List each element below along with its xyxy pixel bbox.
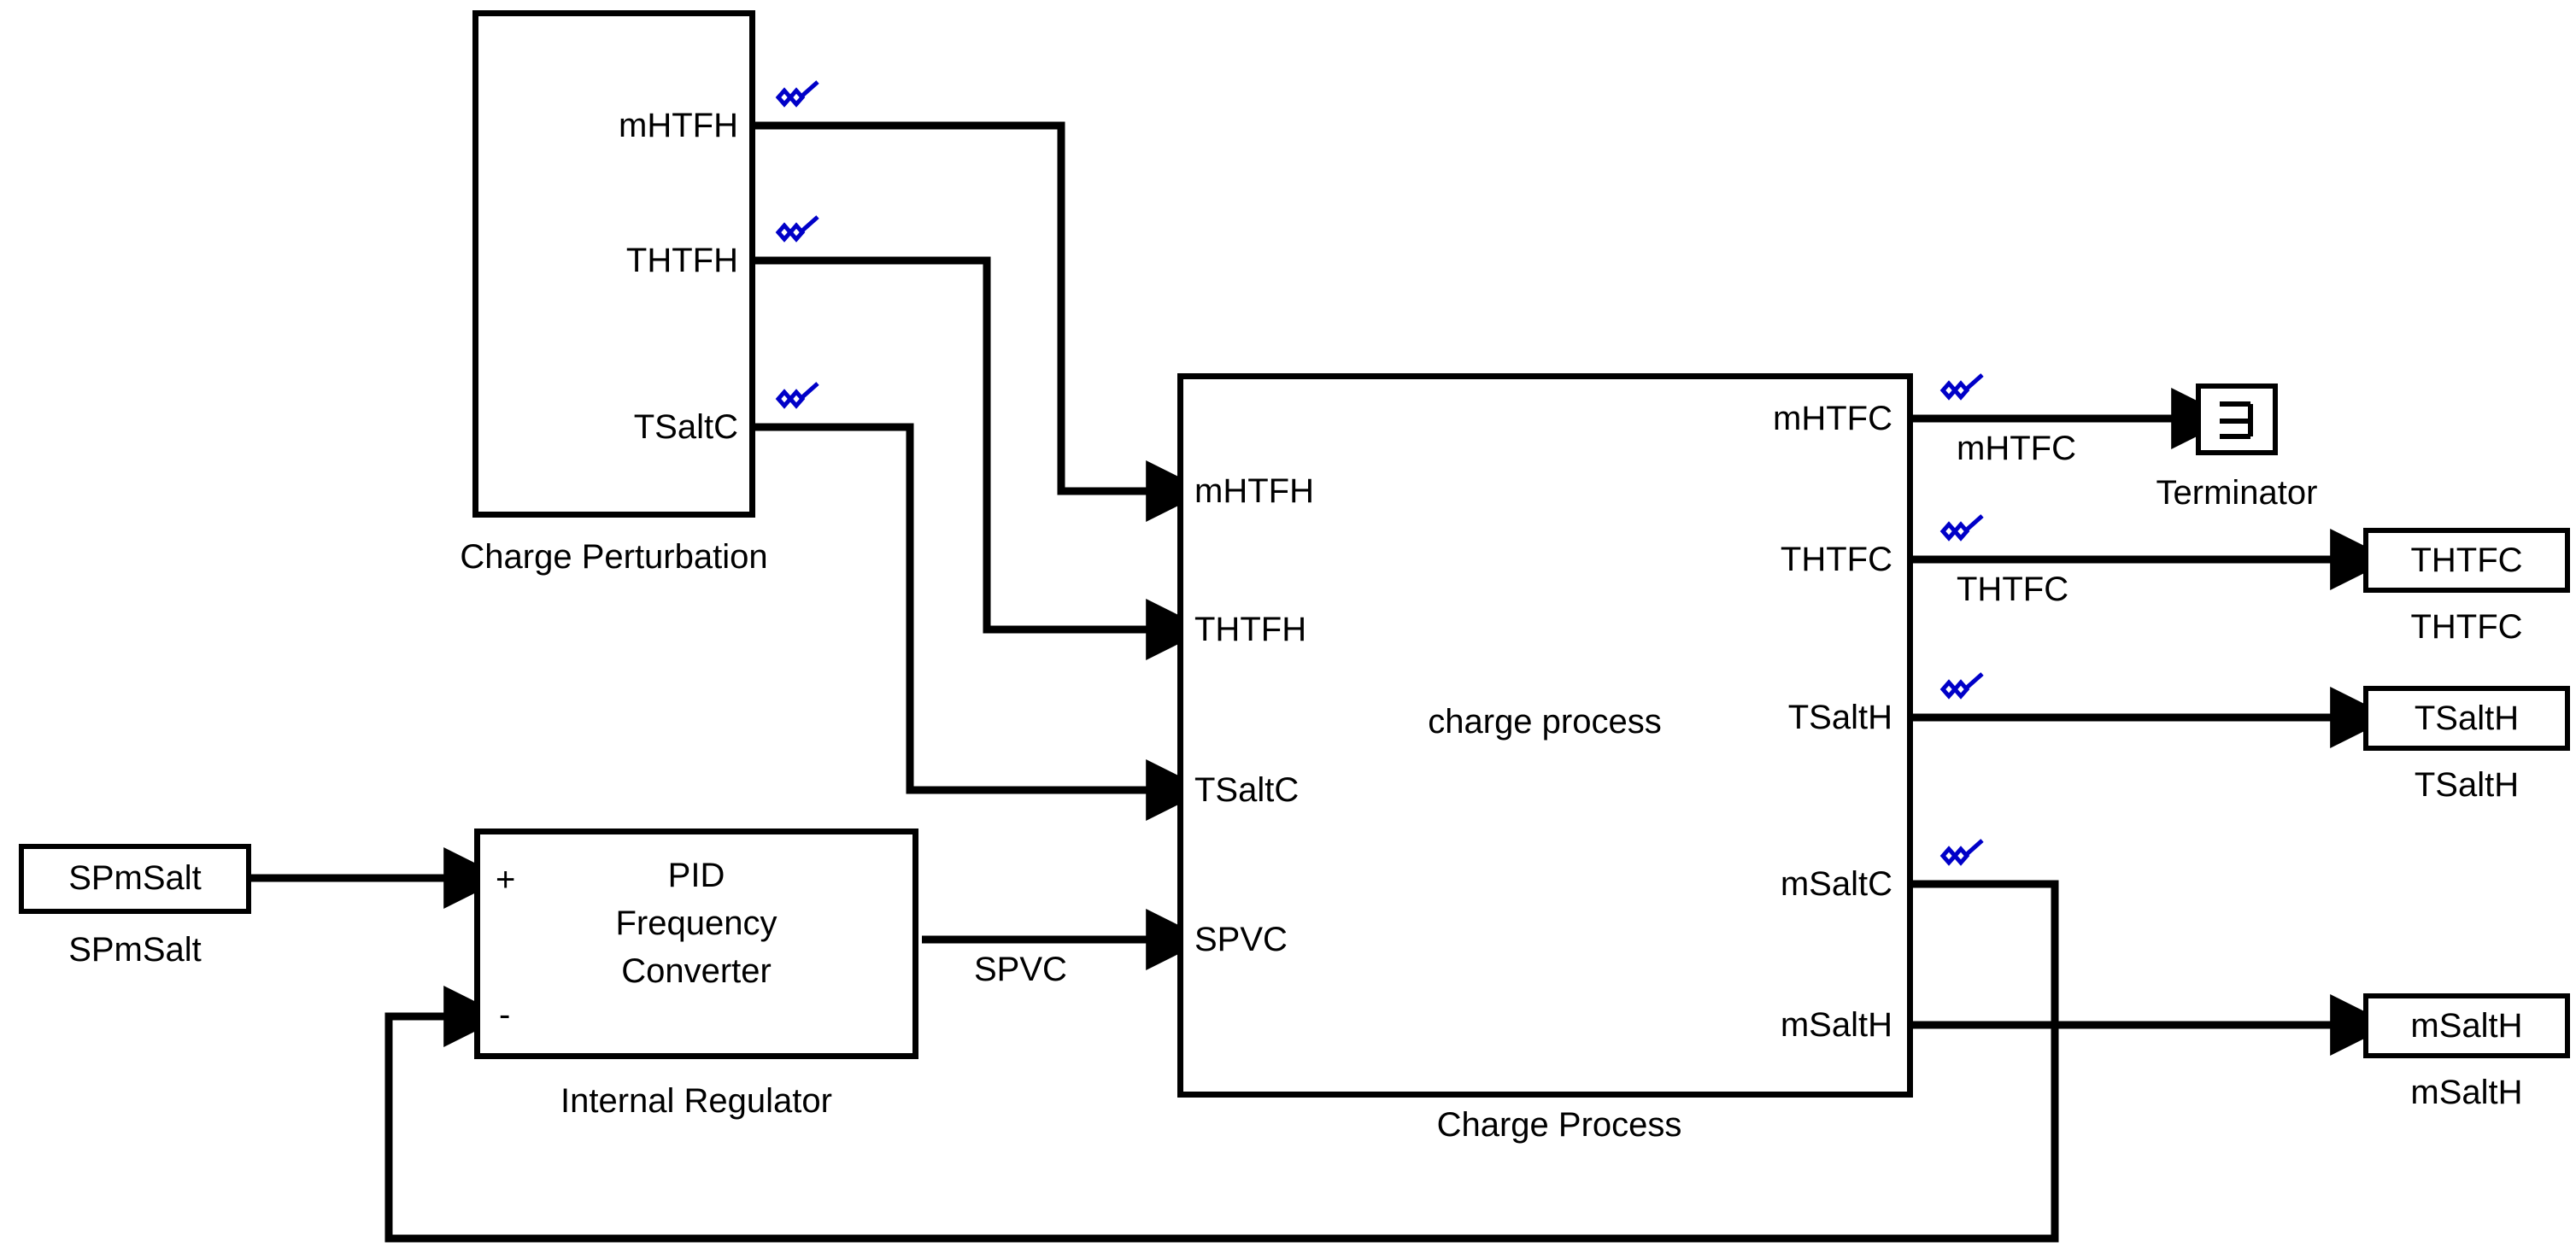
sample-time-annotation-icon [1938, 834, 1992, 868]
port-out-mhtfh-perturbation: mHTFH [619, 107, 738, 144]
sample-time-annotation-icon [773, 75, 828, 109]
sample-time-annotation-icon [1938, 667, 1992, 701]
terminator-block[interactable] [2196, 384, 2278, 455]
internal-regulator-block[interactable] [474, 829, 918, 1059]
wire-label-spvc: SPVC [974, 951, 1067, 988]
thtfc-sink-caption: THTFC [2410, 608, 2523, 646]
regulator-plus-sign: + [496, 861, 516, 899]
thtfc-sink-block[interactable] [2363, 528, 2570, 593]
wire-perturbation-thtfh [755, 256, 1208, 660]
wire-msaltc-feedback [384, 880, 2059, 1243]
msalth-sink-caption: mSaltH [2410, 1074, 2523, 1111]
port-in-mhtfh: mHTFH [1194, 472, 1314, 510]
charge-process-caption: Charge Process [1436, 1106, 1682, 1144]
port-out-mhtfc: mHTFC [1773, 400, 1892, 437]
sample-time-annotation-icon [773, 210, 828, 244]
sample-time-annotation-icon [1938, 509, 1992, 543]
internal-regulator-caption: Internal Regulator [560, 1082, 832, 1120]
tsalth-sink-caption: TSaltH [2414, 766, 2520, 804]
msalth-sink-value: mSaltH [2410, 1007, 2523, 1045]
regulator-title-line-2: Frequency [615, 905, 777, 942]
port-out-tsalth: TSaltH [1787, 699, 1892, 736]
msalth-sink-block[interactable] [2363, 993, 2570, 1058]
port-out-thtfc: THTFC [1780, 541, 1892, 578]
port-in-tsaltc: TSaltC [1194, 771, 1300, 809]
port-in-thtfh: THTFH [1194, 611, 1307, 648]
thtfc-sink-value: THTFC [2410, 542, 2523, 579]
terminator-caption: Terminator [2156, 474, 2318, 512]
port-in-spvc: SPVC [1194, 921, 1288, 958]
regulator-title-line-3: Converter [621, 952, 772, 990]
sample-time-annotation-icon [1938, 368, 1992, 402]
wire-perturbation-tsaltc [755, 423, 1208, 821]
charge-perturbation-caption: Charge Perturbation [460, 538, 768, 576]
tsalth-sink-block[interactable] [2363, 686, 2570, 751]
tsalth-sink-value: TSaltH [2414, 700, 2520, 737]
spmsalt-source-value: SPmSalt [68, 859, 202, 897]
wire-label-thtfc: THTFC [1957, 571, 2069, 608]
wire-label-mhtfc: mHTFC [1957, 430, 2076, 467]
port-out-thtfh-perturbation: THTFH [625, 242, 738, 279]
regulator-minus-sign: - [499, 996, 511, 1033]
terminator-icon [2220, 401, 2253, 439]
sample-time-annotation-icon [773, 377, 828, 411]
port-out-tsaltc-perturbation: TSaltC [633, 408, 738, 446]
spmsalt-source-caption: SPmSalt [68, 931, 202, 969]
spmsalt-source-block[interactable] [19, 844, 251, 914]
port-out-msalth: mSaltH [1780, 1006, 1892, 1044]
charge-process-block[interactable] [1177, 373, 1913, 1098]
port-out-msaltc: mSaltC [1780, 865, 1892, 903]
wire-perturbation-mhtfh [755, 121, 1208, 522]
charge-process-inner-title: charge process [1428, 703, 1662, 741]
regulator-title-line-1: PID [667, 857, 725, 894]
charge-perturbation-block[interactable] [472, 10, 755, 518]
